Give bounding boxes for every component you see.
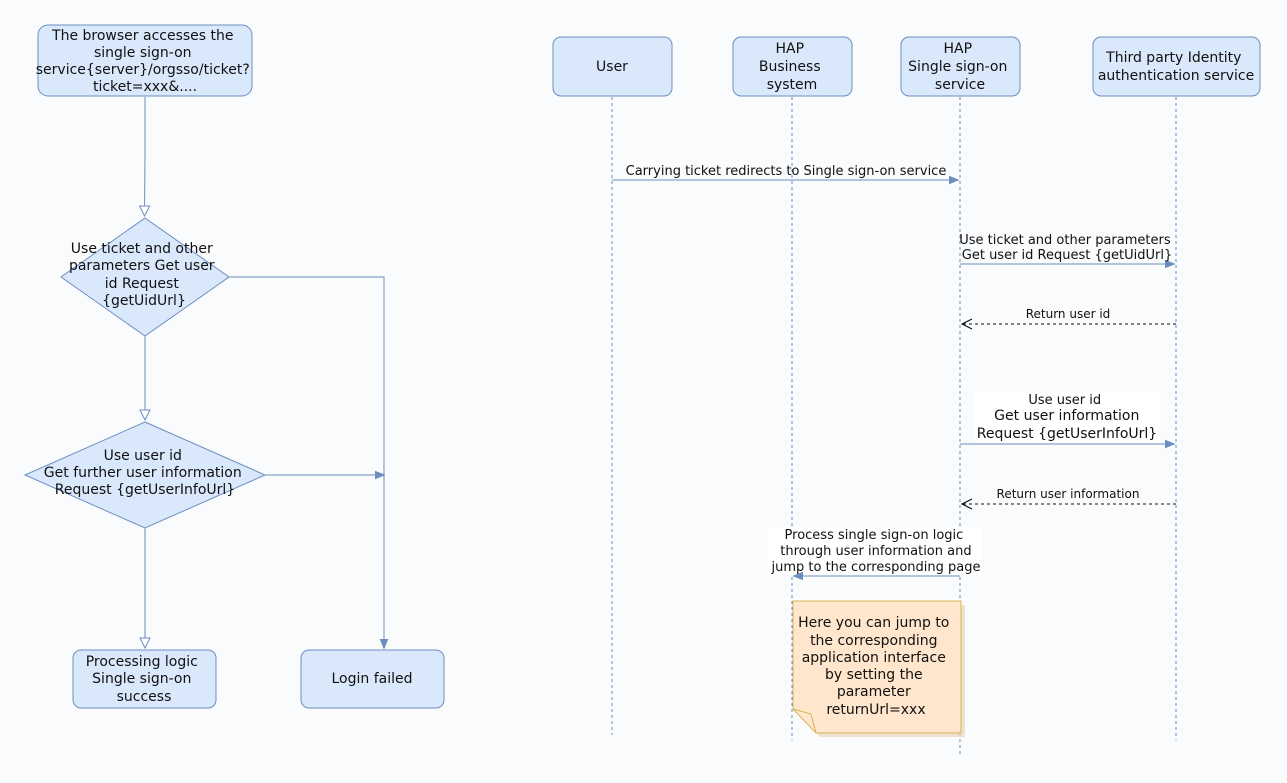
participant-identity-service[interactable]: Third party Identity authentication serv…	[1092, 36, 1261, 97]
participant-sso-service-label: HAP Single sign-on service	[908, 41, 1012, 93]
return-url-note-label: Here you can jump to the corresponding a…	[798, 615, 954, 718]
login-failed-node[interactable]: Login failed	[300, 649, 445, 709]
login-failed-label: Login failed	[331, 671, 412, 687]
start-node-label: The browser accesses the single sign-on …	[36, 28, 255, 95]
message-get-userinfo-label: Use user id Get user information Request…	[977, 392, 1157, 442]
edge-uid-to-failed	[229, 276, 384, 648]
participant-identity-service-label: Third party Identity authentication serv…	[1098, 50, 1254, 84]
message-get-userinfo[interactable]: Use user id Get user information Request…	[960, 391, 1174, 444]
success-node-label: Processing logic Single sign-on success	[86, 654, 203, 705]
participant-business-system-label: HAP Business system	[759, 41, 825, 93]
message-get-uid-label: Use ticket and other parameters Get user…	[959, 233, 1174, 263]
participant-business-system[interactable]: HAP Business system	[732, 36, 853, 97]
flowchart: The browser accesses the single sign-on …	[23, 24, 445, 709]
decision-get-userinfo-label: Use user id Get further user information…	[44, 448, 246, 498]
message-redirect[interactable]: Carrying ticket redirects to Single sign…	[612, 164, 958, 180]
decision-get-uid[interactable]: Use ticket and other parameters Get user…	[60, 217, 230, 337]
message-process-logic[interactable]: Process single sign-on logic through use…	[768, 527, 982, 576]
sequence-diagram: User HAP Business system HAP Single sign…	[552, 36, 1261, 755]
decision-get-uid-label: Use ticket and other parameters Get user…	[69, 241, 219, 309]
success-node[interactable]: Processing logic Single sign-on success	[72, 649, 217, 709]
message-redirect-label: Carrying ticket redirects to Single sign…	[626, 164, 947, 179]
return-url-note[interactable]: Here you can jump to the corresponding a…	[792, 600, 965, 737]
message-return-userinfo[interactable]: Return user information	[962, 487, 1176, 504]
message-return-uid-label: Return user id	[1026, 307, 1111, 321]
participant-sso-service[interactable]: HAP Single sign-on service	[900, 36, 1021, 97]
message-process-logic-label: Process single sign-on logic through use…	[771, 528, 981, 575]
decision-get-userinfo[interactable]: Use user id Get further user information…	[23, 421, 267, 529]
participant-user[interactable]: User	[552, 36, 673, 97]
edge-start-to-uid	[145, 97, 146, 216]
message-return-uid[interactable]: Return user id	[962, 307, 1176, 324]
message-get-uid[interactable]: Use ticket and other parameters Get user…	[959, 233, 1174, 264]
start-node[interactable]: The browser accesses the single sign-on …	[36, 24, 255, 97]
message-return-userinfo-label: Return user information	[997, 487, 1140, 501]
participant-user-label: User	[596, 59, 628, 75]
